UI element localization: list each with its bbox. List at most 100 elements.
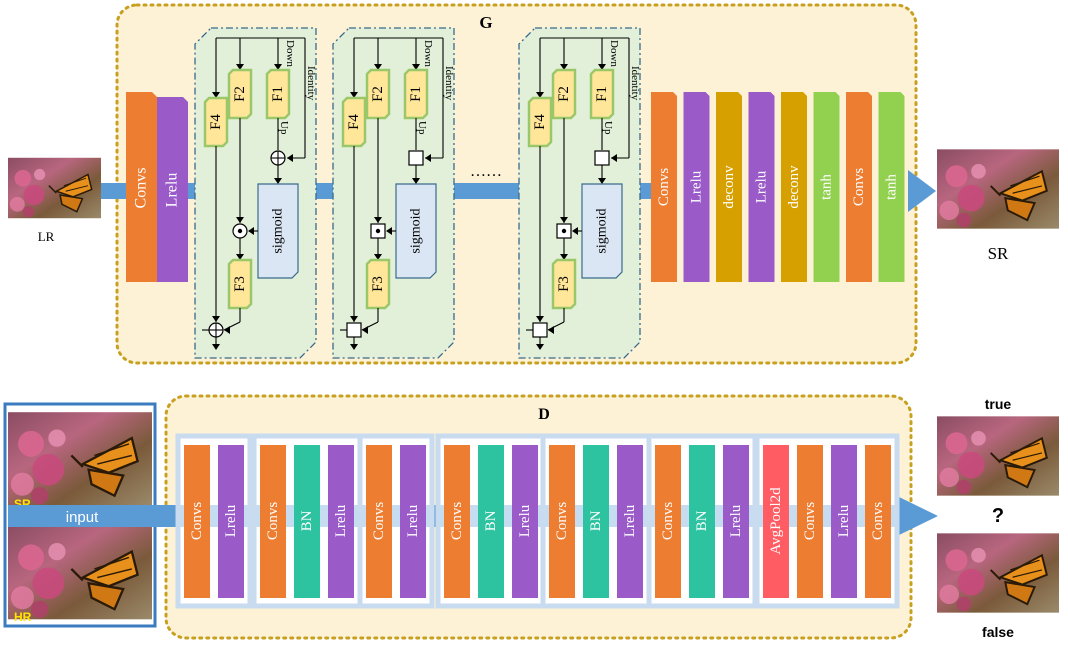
d-layer-label: Convs — [660, 502, 676, 541]
f4-box — [203, 96, 229, 148]
sr-output-label: SR — [988, 244, 1009, 263]
sigmoid-box — [257, 183, 299, 279]
head-lrelu-label: Lrelu — [164, 173, 181, 208]
layer-group: Convs Lrelu — [357, 433, 435, 609]
f4-box — [527, 96, 553, 148]
tail-layer-label: tanh — [884, 174, 900, 200]
arrowhead — [412, 178, 420, 184]
f1-label: F1 — [270, 86, 286, 102]
d-layer-label: BN — [299, 510, 315, 531]
tail-layer-label: tanh — [819, 174, 835, 200]
f1-box — [589, 68, 615, 120]
head-convs-label: Convs — [133, 168, 150, 209]
d-layer-bn — [583, 445, 609, 598]
f4-label: F4 — [208, 114, 224, 130]
lr-label: LR — [38, 229, 55, 244]
d-layer-bn — [294, 445, 320, 598]
arrowhead — [374, 64, 382, 70]
question-mark: ? — [992, 505, 1004, 527]
f2-box — [227, 68, 253, 120]
tail-layer-deconv — [716, 92, 742, 282]
true-label: true — [985, 396, 1012, 412]
arrowhead — [374, 217, 382, 223]
head-convs-layer — [126, 92, 157, 282]
layer-group-flow — [759, 505, 895, 527]
arrowhead — [536, 344, 544, 350]
d-layer-lrelu — [617, 445, 643, 598]
down-label: Down — [608, 40, 620, 67]
tail-layer-label: Convs — [656, 168, 672, 207]
sigmoid-label: sigmoid — [271, 208, 286, 253]
d-layer-label: AvgPool2d — [768, 487, 784, 555]
tail-layer-label: Convs — [851, 168, 867, 207]
d-layer-label: Lrelu — [728, 504, 744, 537]
f4-label: F4 — [346, 114, 362, 130]
d-layer-convs — [366, 445, 392, 598]
multiply-dot — [237, 228, 243, 234]
d-layer-avgpool2d — [763, 445, 789, 598]
f2-label: F2 — [232, 86, 248, 102]
arrowhead — [212, 316, 220, 322]
arrowhead — [287, 154, 293, 162]
down-label: Down — [284, 40, 296, 67]
d-layer-lrelu — [400, 445, 426, 598]
d-layer-label: Convs — [802, 502, 818, 541]
arrowhead — [386, 227, 392, 235]
arrowhead — [425, 154, 431, 162]
f2-label: F2 — [556, 86, 572, 102]
arrowhead — [560, 64, 568, 70]
tail-layer-convs — [651, 92, 677, 282]
multiply-dot — [561, 228, 567, 234]
arrowhead — [548, 326, 554, 334]
d-layer-label: Lrelu — [333, 504, 349, 537]
f4-label: F4 — [532, 114, 548, 130]
head-lrelu-layer — [157, 97, 188, 282]
identity-label: Identity — [305, 66, 317, 101]
d-layer-label: Convs — [189, 502, 205, 541]
lr-image — [8, 156, 101, 220]
f1-box — [265, 68, 291, 120]
d-layer-label: Lrelu — [622, 504, 638, 537]
output-combine-node — [346, 322, 362, 338]
tail-layer-lrelu — [683, 92, 710, 282]
discriminator-title: D — [538, 406, 550, 423]
arrowhead — [350, 316, 358, 322]
tail-layer-label: deconv — [786, 165, 802, 209]
false-image — [937, 532, 1059, 614]
combine-node — [408, 150, 424, 166]
d-input-label: input — [66, 509, 99, 526]
f3-box — [227, 258, 253, 310]
arrowhead — [536, 92, 544, 98]
d-layer-label: BN — [588, 510, 604, 531]
arrowhead — [350, 92, 358, 98]
arrowhead — [224, 326, 230, 334]
arrowhead — [274, 64, 282, 70]
d-layer-label: BN — [483, 510, 499, 531]
d-layer-label: Lrelu — [405, 504, 421, 537]
f3-label: F3 — [370, 276, 386, 292]
true-image — [937, 416, 1059, 496]
arrowhead — [350, 344, 358, 350]
f4-box — [341, 96, 367, 148]
tail-layer-lrelu — [748, 92, 775, 282]
tail-layer-label: Lrelu — [754, 170, 770, 203]
d-layer-label: Convs — [449, 502, 465, 541]
f1-label: F1 — [408, 86, 424, 102]
arrowhead — [560, 254, 568, 260]
generator-ellipsis: …… — [470, 163, 502, 180]
tail-layer-convs — [846, 92, 872, 282]
d-layer-label: Convs — [371, 502, 387, 541]
tail-layer-label: Lrelu — [689, 170, 705, 203]
sr-output-image — [937, 148, 1059, 230]
d-layer-convs — [184, 445, 210, 598]
arrowhead — [598, 64, 606, 70]
sigmoid-box — [581, 183, 623, 279]
